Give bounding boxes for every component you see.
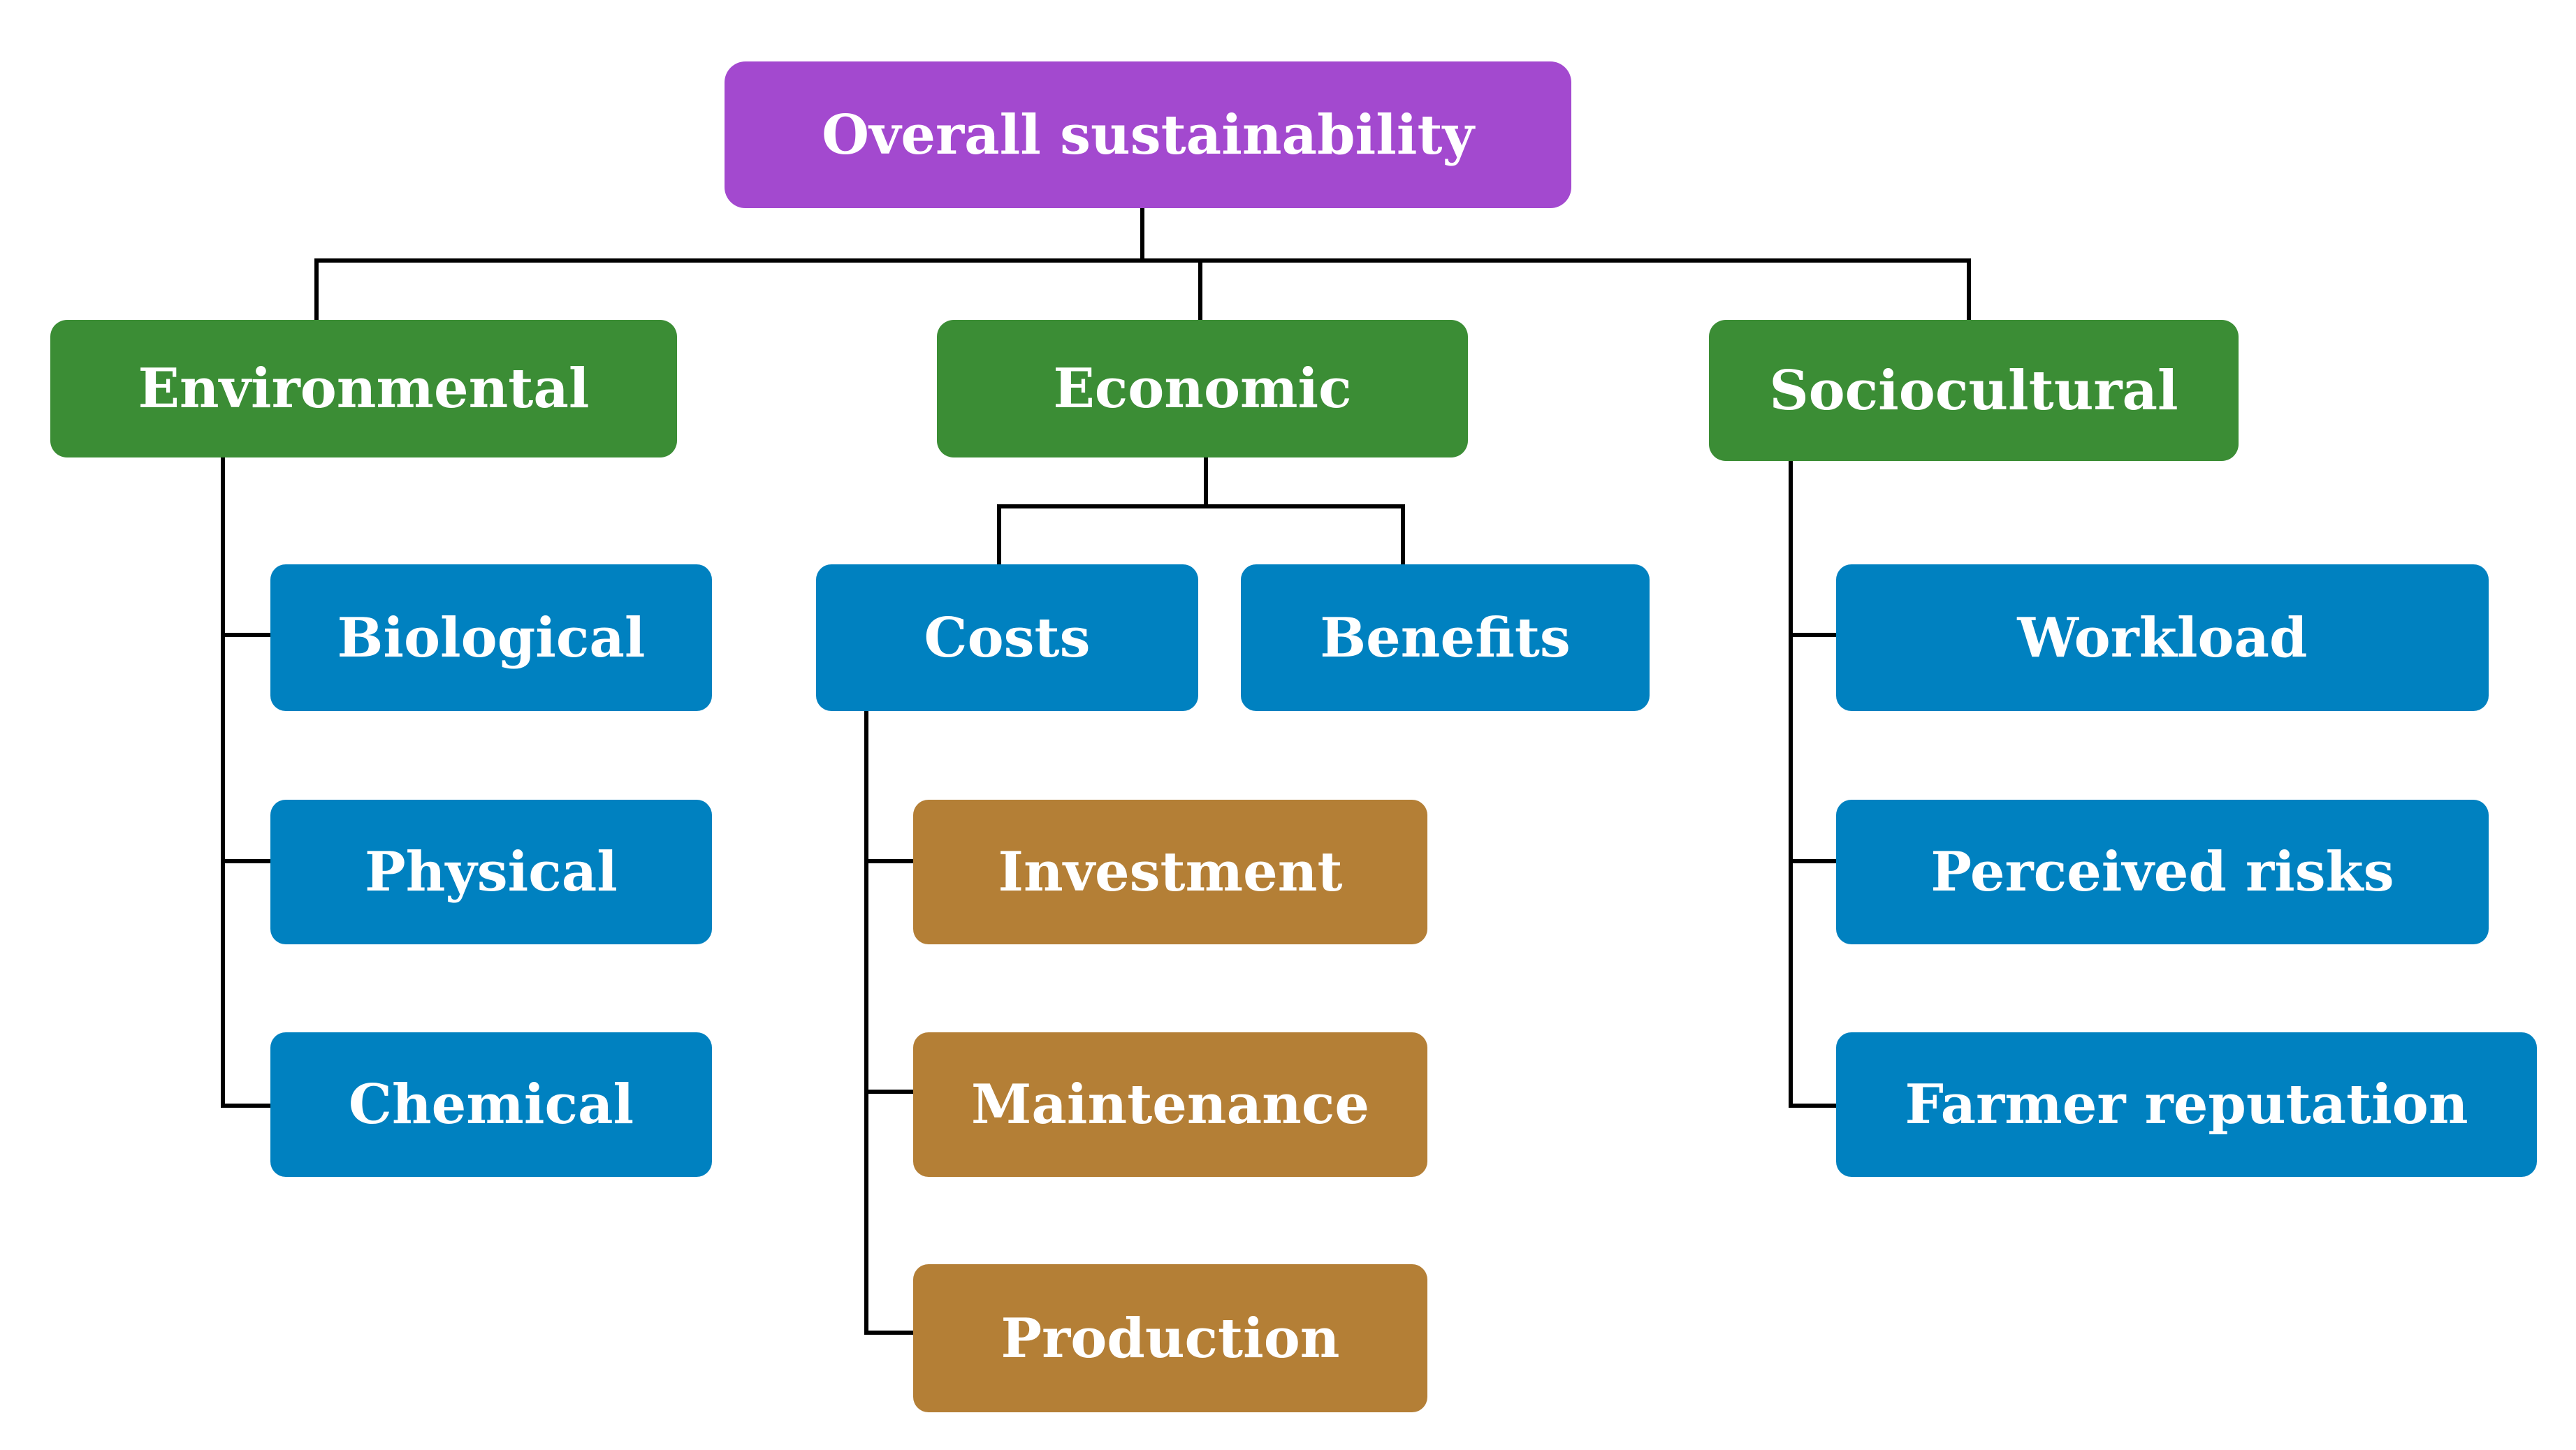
subcategory-node-label: Costs [924,606,1091,670]
subcategory-node-benefits: Benefits [1241,564,1650,711]
subcategory-node-label: Benefits [1320,606,1571,670]
cost-item-node-label: Investment [998,840,1343,904]
category-node-environmental: Environmental [50,320,677,457]
subcategory-node-biological: Biological [270,564,712,711]
subcategory-node-perceived-risks: Perceived risks [1836,800,2489,944]
connector-sociocultural-branch [1789,459,1838,1108]
subcategory-node-costs: Costs [816,564,1198,711]
subcategory-node-label: Perceived risks [1930,840,2394,904]
connector-economic-branch [997,455,1405,566]
category-node-label: Environmental [138,357,590,420]
subcategory-node-chemical: Chemical [270,1032,712,1177]
root-node-label: Overall sustainability [822,103,1474,167]
connector-costs-branch [864,707,915,1335]
cost-item-node-production: Production [913,1264,1427,1412]
cost-item-node-maintenance: Maintenance [913,1032,1427,1177]
category-node-label: Sociocultural [1769,358,2178,423]
subcategory-node-label: Farmer reputation [1905,1073,2468,1136]
subcategory-node-label: Biological [337,606,646,670]
cost-item-node-label: Maintenance [971,1073,1369,1136]
subcategory-node-label: Workload [2017,606,2308,670]
subcategory-node-physical: Physical [270,800,712,944]
cost-item-node-investment: Investment [913,800,1427,944]
subcategory-node-label: Chemical [348,1073,634,1136]
connector-root-to-categories [314,206,1971,322]
cost-item-node-label: Production [1000,1306,1340,1370]
subcategory-node-workload: Workload [1836,564,2489,711]
subcategory-node-farmer-reputation: Farmer reputation [1836,1032,2537,1177]
category-node-label: Economic [1053,357,1352,420]
subcategory-node-label: Physical [365,840,618,904]
connector-environmental-branch [221,455,272,1108]
root-node-overall-sustainability: Overall sustainability [725,61,1571,208]
category-node-sociocultural: Sociocultural [1709,320,2239,461]
category-node-economic: Economic [937,320,1468,457]
